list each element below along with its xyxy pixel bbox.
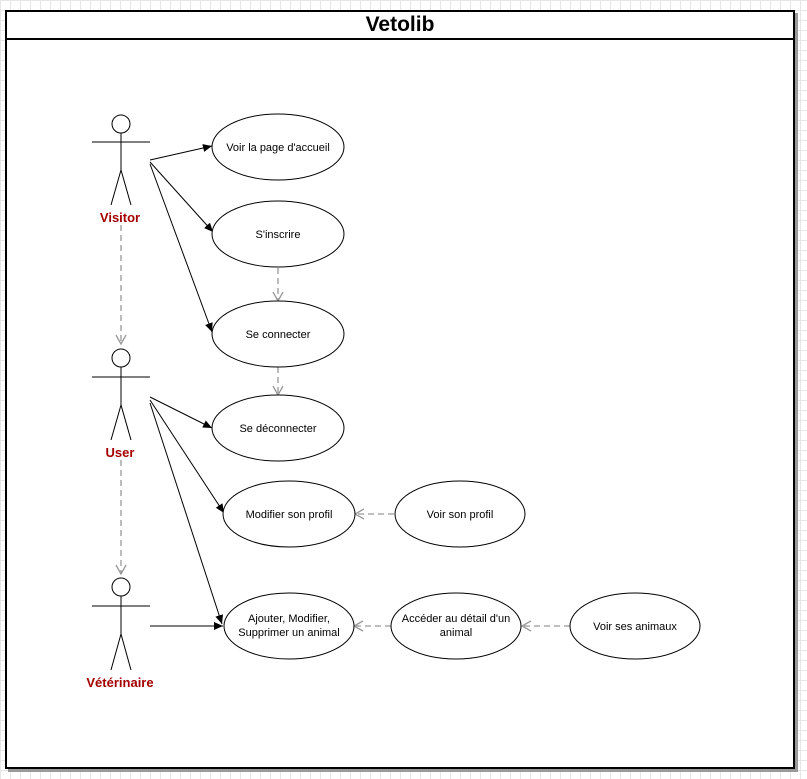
actor-label-veterinaire: Vétérinaire	[86, 675, 153, 690]
actor-head-icon	[111, 114, 131, 134]
actor-head-icon	[111, 577, 131, 597]
use-case-label-line2: animal	[440, 627, 472, 639]
actor-head-icon	[111, 348, 131, 368]
use-case-voir-accueil[interactable]: Voir la page d'accueil	[211, 113, 345, 181]
use-case-detail-animal[interactable]: Accéder au détail d'un animal	[390, 592, 522, 660]
use-case-voir-profil[interactable]: Voir son profil	[394, 480, 526, 548]
use-case-inscrire[interactable]: S'inscrire	[211, 200, 345, 268]
use-case-crud-animal[interactable]: Ajouter, Modifier, Supprimer un animal	[223, 592, 355, 660]
use-case-label: Voir la page d'accueil	[226, 142, 330, 154]
actor-veterinaire[interactable]: Vétérinaire	[86, 577, 154, 690]
association-visitor-connecter	[149, 163, 213, 333]
use-case-label: S'inscrire	[256, 229, 301, 241]
actor-label-visitor: Visitor	[100, 210, 140, 225]
association-user-crud-animal	[149, 402, 224, 625]
use-case-voir-animaux[interactable]: Voir ses animaux	[569, 592, 701, 660]
actor-label-user: User	[106, 445, 135, 460]
association-user-deconnecter	[149, 396, 213, 429]
use-case-label: Se connecter	[246, 329, 311, 341]
use-case-connecter[interactable]: Se connecter	[211, 300, 345, 368]
use-case-label: Modifier son profil	[246, 509, 333, 521]
association-visitor-inscrire	[149, 161, 214, 233]
use-case-label-line1: Ajouter, Modifier,	[248, 613, 330, 625]
actor-user[interactable]: User	[92, 348, 150, 460]
association-visitor-accueil	[149, 144, 213, 161]
diagram-title: Vetolib	[7, 12, 793, 40]
use-case-label: Voir son profil	[427, 509, 494, 521]
use-case-modifier-profil[interactable]: Modifier son profil	[222, 480, 356, 548]
use-case-label: Voir ses animaux	[593, 621, 677, 633]
use-case-label-line1: Accéder au détail d'un	[402, 613, 511, 625]
use-case-label-line2: Supprimer un animal	[238, 627, 340, 639]
actor-visitor[interactable]: Visitor	[92, 114, 150, 225]
use-case-label: Se déconnecter	[239, 423, 316, 435]
association-user-modifier-profil	[149, 399, 225, 514]
use-case-deconnecter[interactable]: Se déconnecter	[211, 394, 345, 462]
